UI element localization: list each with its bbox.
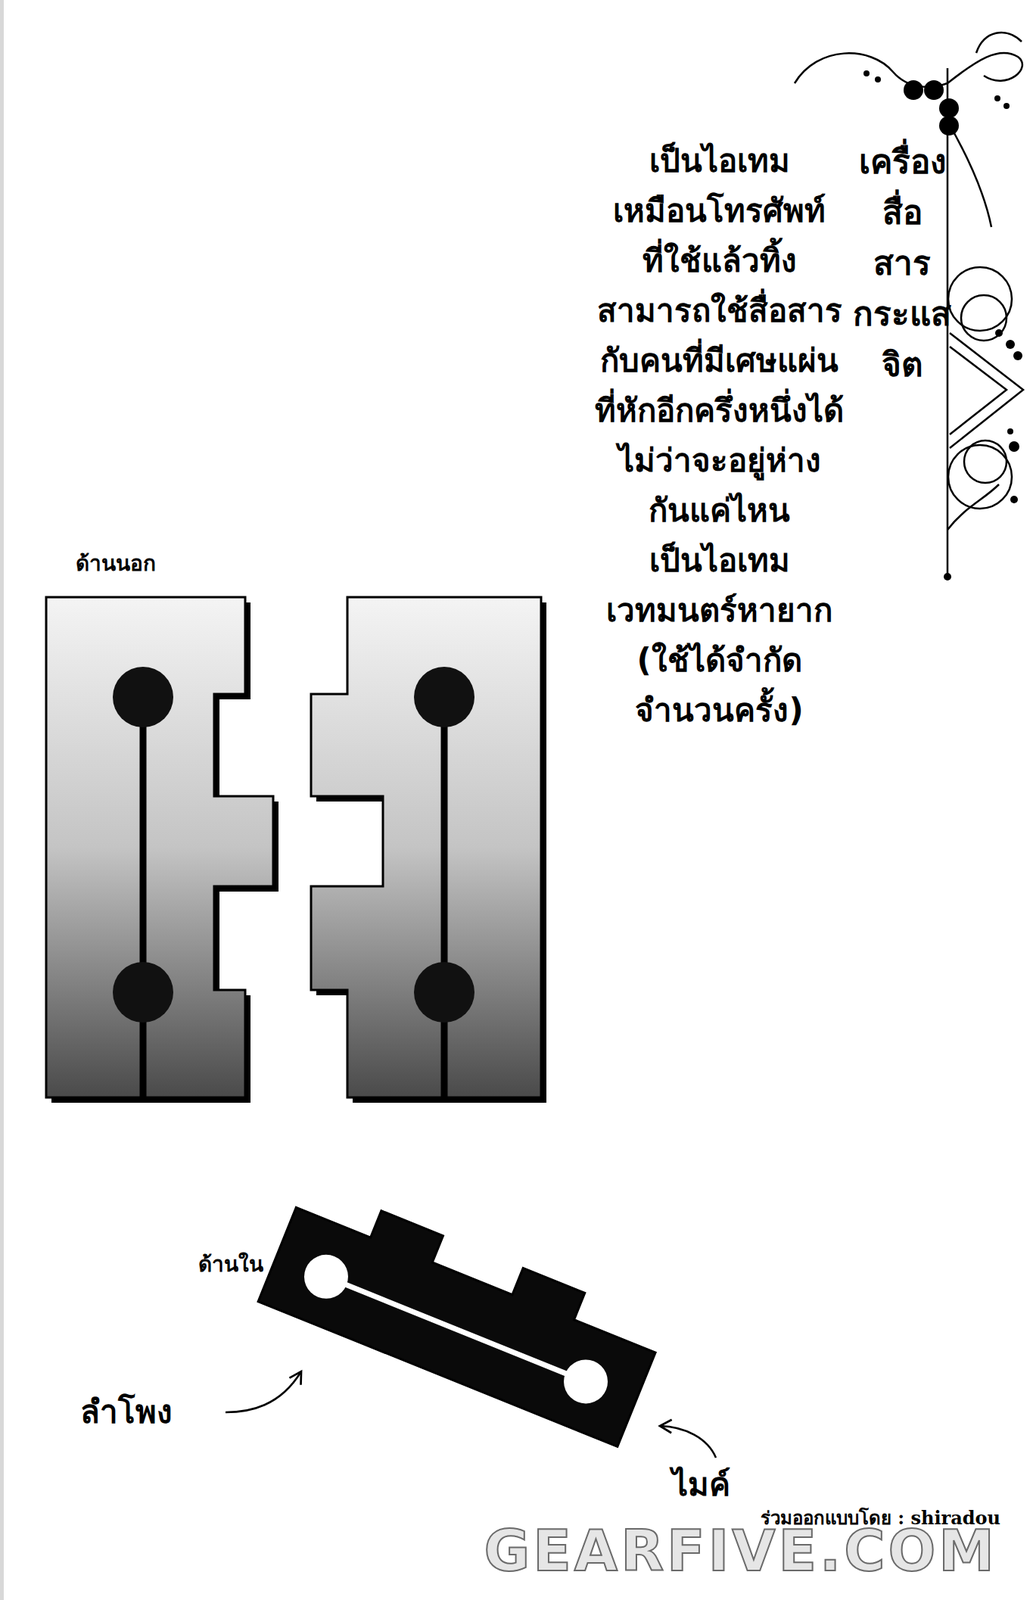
ornament-dot: [1003, 102, 1010, 109]
ornament-swirl: [976, 32, 1022, 53]
ornament-dot: [1005, 339, 1015, 349]
ornament-dot: [939, 98, 959, 119]
ornament-swirl: [794, 52, 948, 87]
inner-plate-body: [258, 1180, 666, 1447]
ornament-dot: [943, 572, 952, 581]
ornament-chevron: [949, 346, 1007, 435]
ornament-dot: [1008, 441, 1020, 452]
left-plate: [46, 597, 274, 1098]
plate-line: [140, 696, 147, 1098]
scan-edge: [0, 0, 4, 1600]
plate-line: [441, 696, 449, 1098]
ornament-dot: [903, 80, 924, 100]
item-title: เครื่อง สื่อ สาร กระแส จิต: [852, 136, 952, 390]
ornament-swirl: [947, 484, 999, 530]
speaker-hole: [297, 1247, 355, 1306]
inner-plate: [258, 1180, 666, 1447]
ornament-dot: [1010, 495, 1018, 504]
ornament-dot: [995, 329, 1003, 337]
ornament-dot: [924, 80, 944, 100]
ornament-dot: [874, 76, 881, 83]
plate-dot: [112, 961, 174, 1023]
ornament-dot: [994, 95, 1001, 102]
plate-dot: [112, 666, 174, 728]
ornament-ring: [948, 267, 1012, 331]
leader-arrow: [225, 1371, 302, 1413]
ornament-ring: [961, 295, 1007, 341]
description: เป็นไอเทม เหมือนโทรศัพท์ ที่ใช้แล้วทิ้ง …: [594, 136, 844, 736]
view-label: ด้านนอก: [75, 546, 156, 580]
leader-arrow: [659, 1425, 716, 1458]
ornament-dot: [939, 115, 959, 136]
ornament-swirl: [947, 121, 992, 228]
view-label: ด้านใน: [198, 1247, 264, 1281]
outer-plates: [46, 597, 547, 1103]
inner-plate-line: [326, 1276, 586, 1382]
part-label: ไมค์: [672, 1459, 731, 1510]
plate-dot: [413, 961, 475, 1023]
part-label: ลำโพง: [80, 1386, 173, 1437]
right-plate: [311, 597, 542, 1098]
ornament-dot: [1013, 351, 1023, 361]
ornament-swirl: [947, 52, 1023, 84]
ornament-dot: [1007, 428, 1014, 435]
watermark: GEARFIVE.COM: [484, 1518, 998, 1584]
ornament-chevron: [949, 332, 1024, 449]
ornament-ring: [964, 440, 1007, 483]
mic-hole: [556, 1353, 615, 1411]
plate-dot: [413, 666, 475, 728]
ornament-dot: [863, 70, 870, 77]
